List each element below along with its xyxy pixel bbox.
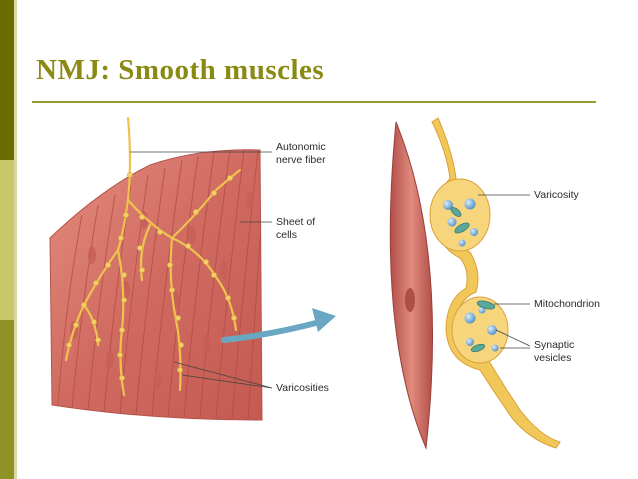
nerve-fiber-detail	[429, 117, 561, 449]
label-autonomic-line2: nerve fiber	[276, 154, 326, 166]
mitochondria	[450, 207, 496, 353]
label-synaptic-line1: Synaptic	[534, 339, 574, 351]
slide-title: NMJ: Smooth muscles	[36, 54, 325, 86]
label-varicosities: Varicosities	[276, 382, 329, 394]
muscle-sheet	[49, 149, 263, 421]
label-autonomic-line1: Autonomic	[276, 141, 326, 153]
left-leader-lines	[130, 151, 273, 389]
sidebar-block-dark	[0, 0, 14, 160]
synaptic-vesicles	[443, 198, 499, 352]
right-leader-lines	[478, 194, 531, 349]
slide-sidebar	[0, 0, 17, 479]
sidebar-divider	[14, 0, 17, 479]
label-varicosity: Varicosity	[534, 189, 579, 201]
sidebar-block-light	[0, 160, 14, 320]
label-mitochondrion: Mitochondrion	[534, 298, 600, 310]
title-underline	[32, 101, 596, 103]
smooth-muscle-cell	[389, 121, 434, 450]
sidebar-block-mid	[0, 320, 14, 479]
label-synaptic-line2: vesicles	[534, 352, 571, 364]
varicosities-dots	[66, 172, 237, 381]
zoom-arrow	[221, 308, 336, 343]
label-sheet-line1: Sheet of	[276, 216, 315, 228]
label-sheet-line2: cells	[276, 229, 297, 241]
